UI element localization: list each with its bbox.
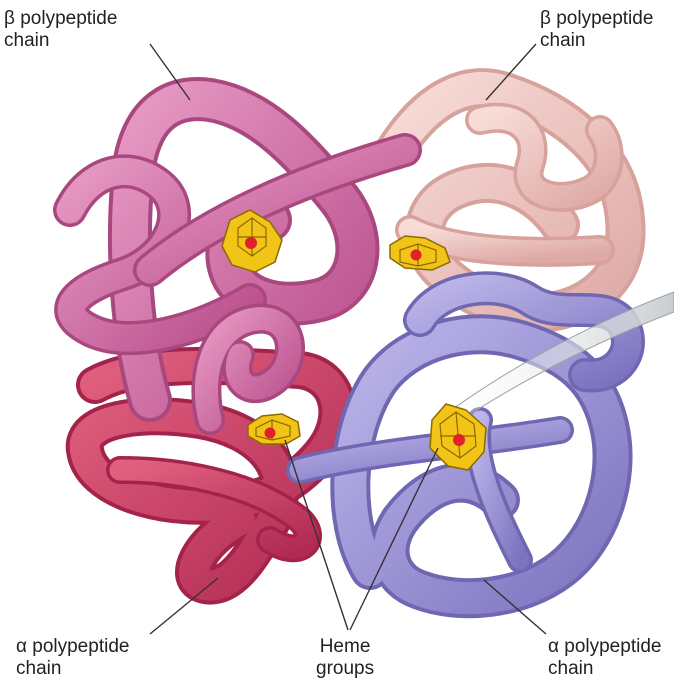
heme-groups-label: Heme groups [316,636,374,680]
alpha-chain-right-label-line2: chain [548,658,661,680]
beta-chain-right-label-line2: chain [540,30,653,52]
alpha-chain-left-label-line1: α polypeptide [16,636,129,658]
iron-atom [453,434,465,446]
beta-chain-left-label-line2: chain [4,30,117,52]
beta-chain-right-label: β polypeptide chain [540,8,653,52]
alpha-chain-left-label: α polypeptide chain [16,636,129,680]
alpha-chain-right-label: α polypeptide chain [548,636,661,680]
heme-groups-label-line1: Heme [316,636,374,658]
heme-group-alpha-left [248,414,300,444]
beta-chain-left-label-line1: β polypeptide [4,8,117,30]
iron-atom [245,237,257,249]
heme-groups-label-line2: groups [316,658,374,680]
beta-chain-right-label-line1: β polypeptide [540,8,653,30]
alpha-chain-left-label-line2: chain [16,658,129,680]
iron-atom [411,250,422,261]
alpha-chain-right-label-line1: α polypeptide [548,636,661,658]
beta-chain-left-label: β polypeptide chain [4,8,117,52]
iron-atom [265,428,276,439]
